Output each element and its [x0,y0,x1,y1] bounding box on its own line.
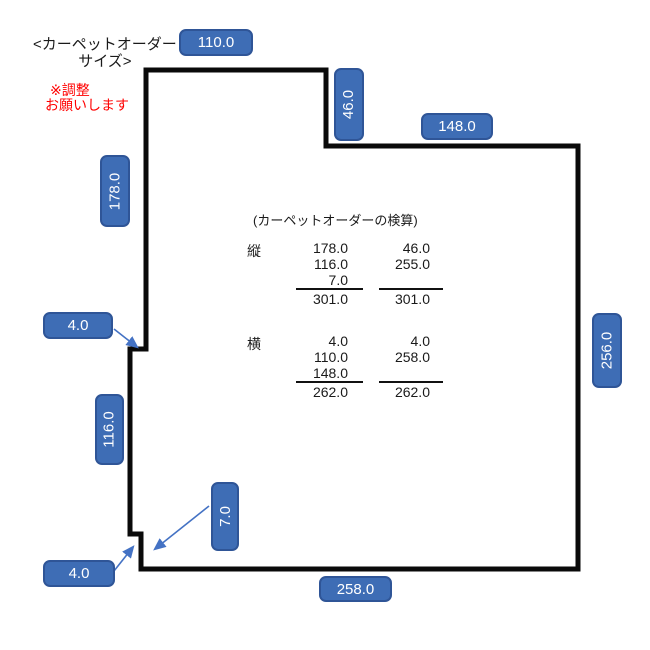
dimension-value: 258.0 [336,580,375,598]
sum-addend: 4.0 [410,333,430,349]
dimension-badge-top-right-width: 148.0 [421,113,493,140]
verification-heading: (カーペットオーダーの検算) [253,213,418,228]
room-outline [127,67,581,572]
dimension-value: 4.0 [68,565,90,582]
sum-total: 262.0 [394,384,430,400]
horizontal-sum-column-1: 4.0 110.0 148.0 262.0 [296,333,363,400]
diagram-title: <カーペットオーダー サイズ> [33,36,177,70]
vertical-section-label: 縦 [247,243,261,259]
sum-addend: 178.0 [312,240,348,256]
dimension-value: 4.0 [67,317,89,334]
diagram-title-line2: サイズ> [78,53,132,70]
leader-arrow-step-height [153,505,210,551]
dimension-value: 178.0 [106,172,124,210]
dimension-badge-right-height: 256.0 [592,313,622,388]
adjustment-note: ※調整 お願いします [45,83,129,113]
dimension-badge-bottom-width: 258.0 [319,576,392,602]
sum-addend: 258.0 [394,349,430,365]
leader-arrow-bottom-inset [113,545,135,572]
vertical-sum-column-1: 178.0 116.0 7.0 301.0 [296,240,363,307]
dimension-badge-left-lower-height: 116.0 [95,394,124,465]
sum-addend: 148.0 [312,365,348,381]
dimension-value: 7.0 [216,506,234,527]
sum-rule [296,381,363,383]
dimension-badge-notch-depth: 46.0 [334,68,364,141]
sum-addend: 46.0 [402,240,430,256]
sum-addend: 116.0 [314,256,348,272]
dimension-badge-left-upper-height: 178.0 [100,155,130,227]
dimension-value: 110.0 [197,34,235,51]
sum-rule [296,288,363,290]
adjustment-note-line2: お願いします [45,97,129,113]
dimension-value: 46.0 [340,89,358,120]
sum-rule [379,288,443,290]
adjustment-note-line1: ※調整 [50,82,90,98]
dimension-badge-top-width: 110.0 [179,29,253,56]
vertical-sum-column-2: 46.0 255.0 301.0 [379,240,443,307]
dimension-value: 148.0 [438,118,476,135]
sum-addend: 255.0 [394,256,430,272]
dimension-badge-bottom-inset: 4.0 [43,560,115,587]
leader-arrow-left-inset [113,328,139,349]
dimension-value: 256.0 [598,331,616,370]
horizontal-sum-column-2: 4.0 258.0 262.0 [379,333,443,400]
sum-total: 301.0 [312,291,348,307]
sum-total: 262.0 [312,384,348,400]
dimension-badge-left-inset: 4.0 [43,312,113,339]
sum-addend: 4.0 [328,333,348,349]
sum-total: 301.0 [394,291,430,307]
dimension-value: 116.0 [101,411,118,448]
sum-addend: 110.0 [314,349,348,365]
horizontal-section-label: 横 [247,336,261,352]
diagram-title-line1: <カーペットオーダー [33,36,177,53]
dimension-badge-bottom-step-height: 7.0 [211,482,239,551]
sum-rule [379,381,443,383]
sum-addend: 7.0 [328,272,348,288]
